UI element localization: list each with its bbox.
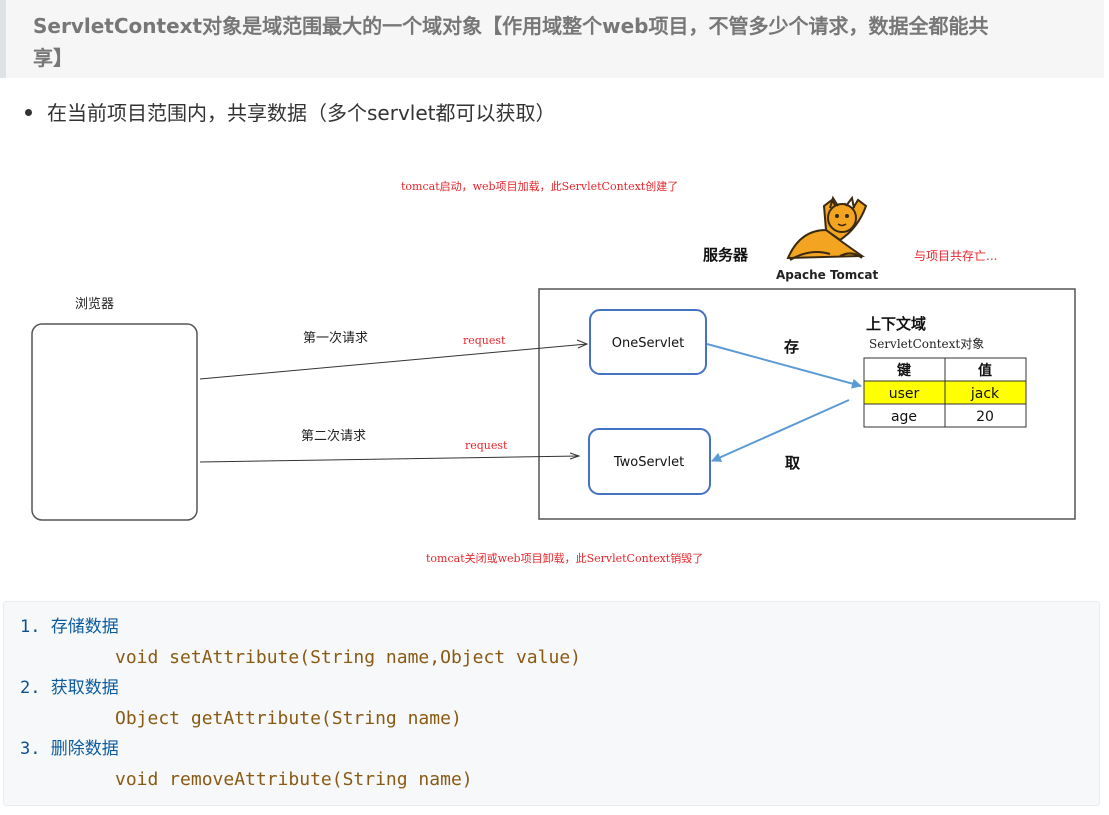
blockquote: ServletContext对象是域范围最大的一个域对象【作用域整个web项目，… bbox=[0, 0, 1104, 78]
code-step-number: 1. bbox=[20, 617, 41, 637]
context-title: 上下文域 bbox=[866, 315, 926, 333]
code-step-1: 1. 存储数据 bbox=[20, 615, 119, 639]
two-servlet-label: TwoServlet bbox=[613, 455, 684, 470]
quote-line-2: 享】 bbox=[33, 46, 73, 70]
table-header-key: 键 bbox=[896, 362, 912, 379]
code-block: 1. 存储数据 void setAttribute(String name,Ob… bbox=[3, 601, 1100, 806]
browser-box bbox=[31, 323, 198, 521]
second-request-arrowhead bbox=[569, 452, 581, 460]
code-step-number: 3. bbox=[20, 739, 41, 759]
tomcat-logo-icon bbox=[786, 195, 868, 261]
servlet-context-diagram: tomcat启动，web项目加载，此ServletContext创建了 Apac… bbox=[0, 170, 1109, 580]
quote-text: ServletContext对象是域范围最大的一个域对象【作用域整个web项目，… bbox=[33, 10, 1103, 74]
second-request-label: 第二次请求 bbox=[301, 428, 366, 444]
one-servlet-box bbox=[589, 309, 707, 375]
code-line-get-attribute: Object getAttribute(String name) bbox=[115, 708, 462, 729]
code-step-label: 存储数据 bbox=[50, 617, 119, 637]
top-note: tomcat启动，web项目加载，此ServletContext创建了 bbox=[401, 179, 678, 193]
code-step-label: 删除数据 bbox=[50, 739, 119, 759]
bullet-dot-icon bbox=[25, 109, 32, 116]
browser-label: 浏览器 bbox=[75, 296, 114, 312]
table-cell-key: user bbox=[889, 386, 920, 402]
one-servlet-label: OneServlet bbox=[612, 336, 684, 351]
context-subtitle: ServletContext对象 bbox=[869, 337, 984, 351]
server-label: 服务器 bbox=[703, 246, 749, 264]
context-table: 键 值 user jack age 20 bbox=[863, 357, 1027, 428]
request-label-1: request bbox=[463, 334, 506, 347]
second-request-arrow bbox=[199, 455, 580, 463]
quote-line-1: ServletContext对象是域范围最大的一个域对象【作用域整个web项目，… bbox=[33, 14, 989, 38]
table-cell-value: 20 bbox=[976, 409, 994, 425]
diagram-canvas: tomcat启动，web项目加载，此ServletContext创建了 Apac… bbox=[31, 179, 1076, 565]
fetch-label: 取 bbox=[785, 454, 801, 472]
code-line-remove-attribute: void removeAttribute(String name) bbox=[115, 769, 473, 790]
first-request-arrow bbox=[199, 343, 588, 380]
code-step-number: 2. bbox=[20, 678, 41, 698]
code-line-set-attribute: void setAttribute(String name,Object val… bbox=[115, 647, 581, 668]
request-label-2: request bbox=[465, 439, 508, 452]
first-request-label: 第一次请求 bbox=[303, 330, 368, 346]
table-header-value: 值 bbox=[978, 362, 992, 379]
code-step-2: 2. 获取数据 bbox=[20, 676, 119, 700]
code-step-label: 获取数据 bbox=[50, 678, 119, 698]
two-servlet-box bbox=[588, 428, 711, 495]
code-step-3: 3. 删除数据 bbox=[20, 737, 119, 761]
first-request-arrowhead bbox=[576, 339, 589, 349]
table-cell-value: jack bbox=[970, 386, 1000, 402]
store-arrow bbox=[706, 343, 862, 389]
bottom-note: tomcat关闭或web项目卸载，此ServletContext销毁了 bbox=[426, 551, 703, 565]
bullet-text: 在当前项目范围内，共享数据（多个servlet都可以获取） bbox=[47, 101, 556, 125]
fetch-arrow bbox=[711, 399, 850, 462]
store-label: 存 bbox=[784, 338, 799, 356]
server-box bbox=[538, 288, 1076, 520]
tomcat-logo-text: Apache Tomcat bbox=[776, 268, 878, 282]
lifecycle-note: 与项目共存亡... bbox=[914, 249, 997, 263]
table-cell-key: age bbox=[891, 409, 917, 425]
